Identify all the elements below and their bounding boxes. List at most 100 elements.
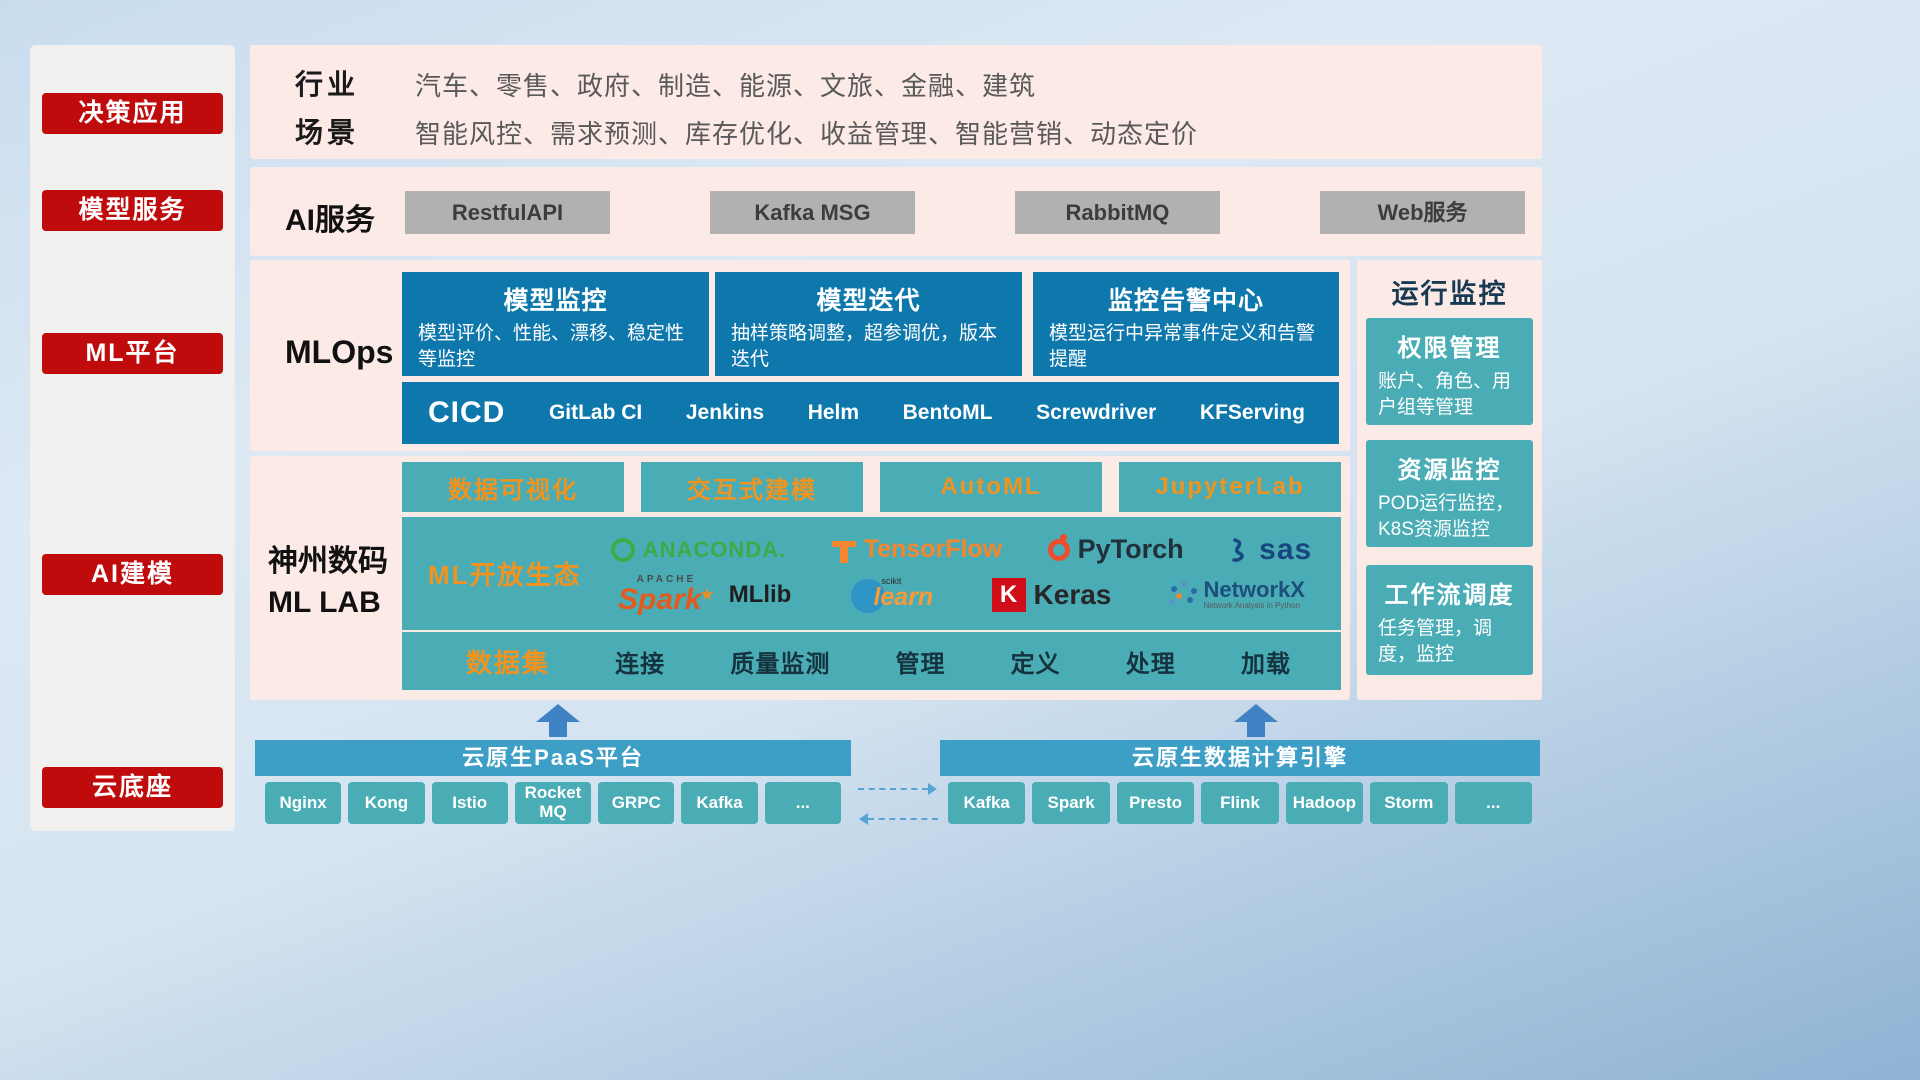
engine-item-hadoop: Hadoop [1285, 782, 1364, 824]
card-title: 模型迭代 [816, 287, 921, 315]
dataset-row: 数据集 连接 质量监测 管理 定义 处理 加载 [402, 632, 1341, 690]
engine-item-flink: Flink [1201, 782, 1279, 824]
mlops-label: MLOps [285, 334, 394, 370]
card-desc: 模型评价、性能、漂移、稳定性等监控 [418, 323, 685, 370]
keras-logo: K Keras [991, 577, 1112, 612]
sas-logo: sas [1229, 533, 1312, 567]
cicd-item-screwdriver: Screwdriver [1036, 401, 1157, 424]
up-arrow-icon [1234, 704, 1278, 737]
monitor-card-permission: 权限管理 账户、角色、用户组等管理 [1366, 318, 1533, 425]
networkx-logo: NetworkX Network Analysis in Python [1171, 577, 1305, 611]
logo-row-2: APACHE Spark★ MLlib scikit learn K Keras [588, 574, 1335, 616]
ai-service-panel: AI服务 RestfulAPI Kafka MSG RabbitMQ Web服务 [250, 167, 1542, 256]
keras-wordmark: Keras [1033, 578, 1112, 610]
card-title: 工作流调度 [1384, 582, 1515, 609]
sidebar-item-model-service: 模型服务 [42, 190, 223, 231]
ecosystem-label: ML开放生态 [428, 560, 582, 590]
scikit-learn-logo: scikit learn [851, 575, 934, 614]
paas-tech-row: Nginx Kong Istio RocketMQ GRPC Kafka ... [255, 782, 851, 824]
mllab-tools-row: 数据可视化 交互式建模 AutoML JupyterLab [402, 462, 1341, 512]
ai-service-item-rabbitmq: RabbitMQ [1015, 191, 1220, 234]
dataset-item-define: 定义 [1010, 650, 1061, 678]
paas-item-kafka: Kafka [681, 782, 758, 824]
dataset-label: 数据集 [466, 647, 551, 678]
keras-icon: K [991, 577, 1026, 612]
industry-label: 行业 [295, 69, 360, 100]
mlops-card-model-monitoring: 模型监控 模型评价、性能、漂移、稳定性等监控 [402, 272, 709, 376]
arrow-head [1234, 704, 1278, 722]
spark-wordmark: Spark★ [618, 582, 715, 616]
scenario-list: 智能风控、需求预测、库存优化、收益管理、智能营销、动态定价 [415, 119, 1199, 149]
tool-jupyterlab: JupyterLab [1119, 462, 1341, 512]
dashed-arrow-left-icon [868, 818, 938, 820]
dataset-item-connect: 连接 [615, 650, 666, 678]
sas-wordmark: sas [1259, 532, 1313, 566]
engine-tech-row: Kafka Spark Presto Flink Hadoop Storm ..… [940, 782, 1540, 824]
tensorflow-logo: TensorFlow [831, 535, 1002, 564]
engine-item-more: ... [1454, 782, 1532, 824]
networkx-wordmark: NetworkX [1203, 577, 1305, 602]
paas-item-nginx: Nginx [265, 782, 342, 824]
cicd-bar: CICD GitLab CI Jenkins Helm BentoML Scre… [402, 382, 1339, 444]
anaconda-icon [610, 537, 635, 562]
logo-row-1: ANACONDA. TensorFlow PyTorch sas [588, 533, 1335, 567]
engine-item-kafka: Kafka [948, 782, 1026, 824]
mllab-panel: 神州数码 ML LAB 数据可视化 交互式建模 AutoML JupyterLa… [250, 456, 1350, 700]
scikit-label: scikit [881, 575, 902, 586]
dashed-arrowhead-right-icon [928, 783, 937, 795]
engine-banner: 云原生数据计算引擎 [940, 740, 1540, 776]
engine-item-presto: Presto [1116, 782, 1195, 824]
card-desc: POD运行监控，K8S资源监控 [1378, 493, 1515, 540]
spark-stack: APACHE Spark★ [618, 574, 715, 616]
tensorflow-icon [831, 540, 856, 563]
arrow-stem [1247, 722, 1265, 737]
anaconda-wordmark: ANACONDA. [642, 536, 787, 562]
networkx-text: NetworkX Network Analysis in Python [1203, 577, 1305, 611]
mllab-label-line2: ML LAB [268, 585, 381, 619]
spark-mllib-logo: APACHE Spark★ MLlib [618, 574, 792, 616]
paas-banner: 云原生PaaS平台 [255, 740, 851, 776]
mlops-card-model-iteration: 模型迭代 抽样策略调整，超参调优，版本迭代 [715, 272, 1022, 376]
sidebar-item-decision-app: 决策应用 [42, 93, 223, 134]
pytorch-icon [1047, 533, 1070, 561]
cicd-label: CICD [428, 396, 506, 429]
cicd-item-helm: Helm [807, 401, 860, 424]
monitor-title: 运行监控 [1391, 279, 1508, 309]
arrow-head [536, 704, 580, 722]
up-arrow-icon [536, 704, 580, 737]
cicd-item-bentoml: BentoML [902, 401, 993, 424]
dashed-arrowhead-left-icon [859, 813, 868, 825]
card-title: 模型监控 [503, 287, 608, 315]
paas-item-rocketmq: RocketMQ [514, 782, 592, 824]
cicd-item-gitlab-ci: GitLab CI [548, 401, 643, 424]
cicd-item-jenkins: Jenkins [685, 401, 765, 424]
dataset-item-load: 加载 [1240, 650, 1291, 678]
card-desc: 账户、角色、用户组等管理 [1378, 371, 1512, 418]
left-sidebar: 决策应用 模型服务 ML平台 AI建模 云底座 [30, 45, 235, 831]
sas-icon [1232, 537, 1244, 562]
mllib-wordmark: MLlib [728, 580, 792, 608]
tool-interactive-modeling: 交互式建模 [641, 462, 863, 512]
engine-item-storm: Storm [1370, 782, 1448, 824]
card-title: 资源监控 [1397, 457, 1502, 484]
ecosystem-logos: ANACONDA. TensorFlow PyTorch sas [588, 533, 1335, 615]
card-title: 权限管理 [1397, 335, 1502, 362]
mlops-panel: MLOps 模型监控 模型评价、性能、漂移、稳定性等监控 模型迭代 抽样策略调整… [250, 260, 1350, 451]
paas-item-more: ... [764, 782, 841, 824]
card-desc: 任务管理，调度，监控 [1378, 618, 1493, 665]
paas-item-grpc: GRPC [598, 782, 675, 824]
spark-word: Spark [618, 582, 702, 616]
learn-wordmark: learn [873, 582, 934, 611]
ai-service-item-kafka-msg: Kafka MSG [710, 191, 915, 234]
dataset-item-quality: 质量监测 [730, 650, 831, 678]
sidebar-item-ai-modeling: AI建模 [42, 554, 223, 595]
arrow-stem [549, 722, 567, 737]
pytorch-logo: PyTorch [1047, 533, 1184, 565]
cicd-item-kfserving: KFServing [1199, 401, 1305, 424]
dataset-item-manage: 管理 [895, 650, 946, 678]
sidebar-item-cloud-base: 云底座 [42, 767, 223, 808]
dashed-arrow-right-icon [858, 788, 928, 790]
sidebar-item-ml-platform: ML平台 [42, 333, 223, 374]
paas-item-kong: Kong [348, 782, 425, 824]
